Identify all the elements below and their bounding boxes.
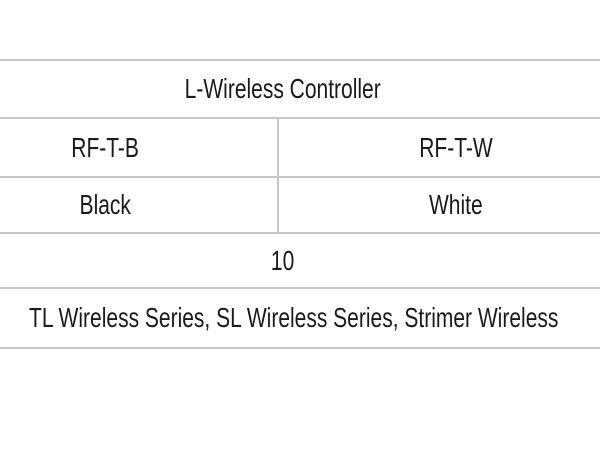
color-cell-black: Black — [0, 178, 279, 232]
color-white-text: White — [429, 189, 483, 220]
table-row-model: RF-T-B RF-T-W — [0, 119, 600, 178]
table-row-compatibility: TL Wireless Series, SL Wireless Series, … — [0, 289, 600, 349]
compatibility-cell: TL Wireless Series, SL Wireless Series, … — [0, 289, 600, 347]
product-name-cell: L-Wireless Controller — [0, 61, 600, 117]
table-row-product: L-Wireless Controller — [0, 61, 600, 119]
quantity-text: 10 — [271, 244, 295, 276]
quantity-cell: 10 — [0, 234, 600, 287]
compatibility-text: TL Wireless Series, SL Wireless Series, … — [29, 302, 559, 333]
table-row-color: Black White — [0, 178, 600, 234]
model-white-text: RF-T-W — [419, 131, 493, 163]
model-black-text: RF-T-B — [71, 131, 139, 163]
table-row-quantity: 10 — [0, 234, 600, 289]
product-name-text: L-Wireless Controller — [184, 73, 382, 104]
spec-table: L-Wireless Controller RF-T-B RF-T-W Blac… — [0, 59, 600, 349]
model-cell-black: RF-T-B — [0, 119, 279, 176]
model-cell-white: RF-T-W — [279, 119, 600, 176]
color-cell-white: White — [279, 178, 600, 232]
color-black-text: Black — [79, 189, 131, 220]
